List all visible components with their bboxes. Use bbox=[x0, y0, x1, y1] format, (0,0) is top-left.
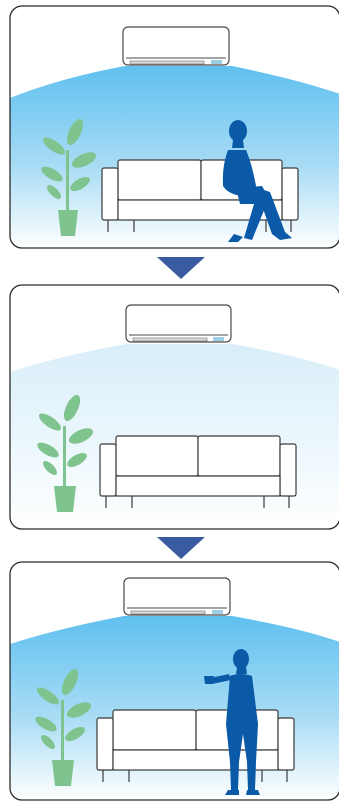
down-arrow-icon bbox=[157, 255, 207, 281]
air-conditioner-icon bbox=[126, 305, 231, 342]
panel-weak-cooling-empty bbox=[0, 280, 339, 532]
panel-strong-cooling-seated bbox=[0, 0, 339, 252]
panel-strong-cooling-standing bbox=[0, 558, 339, 803]
air-conditioner-icon bbox=[124, 578, 230, 615]
air-conditioner-icon bbox=[123, 27, 229, 65]
